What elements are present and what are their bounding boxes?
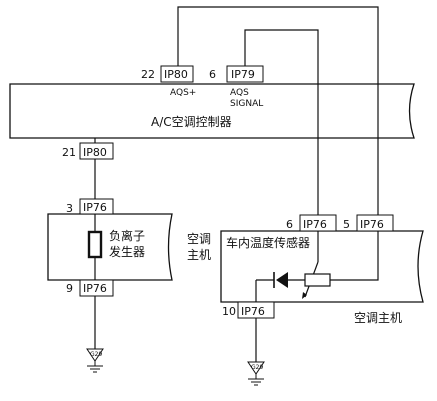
connector-id: IP76: [241, 305, 265, 318]
connector-id: IP76: [83, 282, 107, 295]
connector-id: IP80: [164, 68, 188, 81]
wire-aqs-plus: [177, 6, 379, 215]
diode-icon: [273, 272, 288, 288]
ac-controller: A/C空调控制器: [9, 83, 415, 139]
thermistor-icon: [304, 273, 331, 287]
connector-id: IP76: [83, 201, 107, 214]
ground-icon: [86, 348, 104, 373]
connector-id: IP79: [231, 68, 255, 81]
connector-box: [79, 198, 114, 215]
pin-number: 6: [286, 218, 293, 231]
ion-generator-symbol: [87, 230, 103, 259]
connector-box: [237, 301, 275, 319]
temp-host-box: [220, 230, 424, 303]
signal-label-line2: SIGNAL: [230, 99, 263, 109]
wires: [94, 6, 379, 362]
connector-21-ip80: 21 IP80: [62, 142, 114, 160]
ion-module: 3 IP76 负离子 发生器 空调 主机 9 IP76 G29: [47, 198, 211, 373]
signal-label: AQS+: [170, 88, 196, 98]
ground-icon: [247, 361, 265, 386]
connector-box: [160, 65, 194, 83]
ion-generator-label-line1: 负离子: [109, 228, 145, 243]
pin-number: 5: [343, 218, 350, 231]
pin-number: 6: [209, 68, 216, 81]
ion-host-box: [47, 213, 173, 281]
sensor-circuit: [255, 231, 379, 302]
sensor-label: 车内温度传感器: [226, 235, 310, 250]
connector-box: [79, 142, 114, 160]
ground-label: G29: [251, 364, 263, 371]
connector-22-ip80: 22 IP80 AQS+: [141, 65, 196, 98]
connector-id: IP76: [360, 218, 384, 231]
connector-id: IP80: [83, 146, 107, 159]
signal-label-line1: AQS: [230, 88, 249, 98]
ground-label: G29: [90, 351, 102, 358]
connector-6-ip79: 6 IP79 AQS SIGNAL: [209, 65, 264, 109]
controller-box: [9, 83, 415, 139]
temp-module: 6 IP76 5 IP76 车内温度传感器 空调主机 10 IP76: [220, 214, 424, 386]
temp-host-label: 空调主机: [354, 311, 402, 325]
wire-aqs-signal: [244, 29, 319, 215]
connector-id: IP76: [303, 218, 327, 231]
pin-number: 9: [66, 282, 73, 295]
pin-number: 22: [141, 68, 155, 81]
pin-number: 21: [62, 146, 76, 159]
ion-host-label-line2: 主机: [187, 248, 211, 262]
pin-number: 10: [222, 305, 236, 318]
pin-number: 3: [66, 202, 73, 215]
ion-generator-label-line2: 发生器: [109, 244, 145, 259]
controller-label: A/C空调控制器: [151, 115, 232, 129]
variable-arrow-icon: [302, 292, 307, 299]
connector-box: [79, 279, 114, 297]
connector-box: [356, 214, 394, 232]
ion-host-label-line1: 空调: [187, 232, 211, 246]
